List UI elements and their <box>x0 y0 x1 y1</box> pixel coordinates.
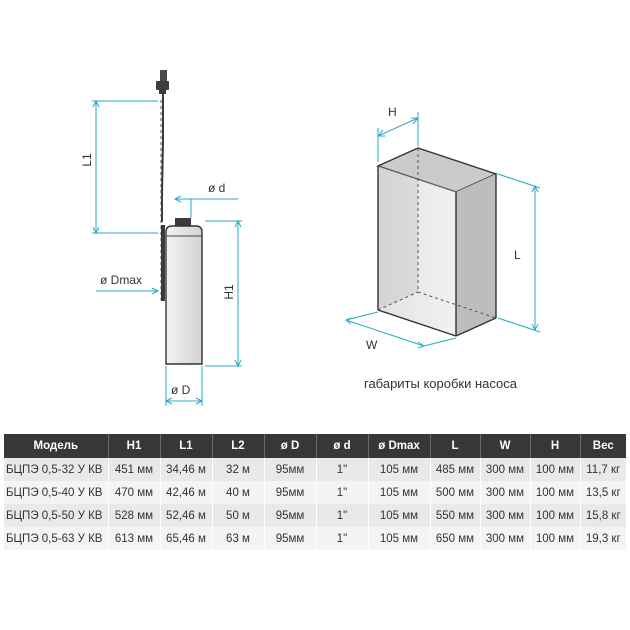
header-L2: L2 <box>212 434 265 458</box>
cell-W: 300 мм <box>480 458 531 481</box>
cell-model: БЦПЭ 0,5-40 У КВ <box>4 481 109 504</box>
label-L1: L1 <box>80 153 94 167</box>
cell-D: 95мм <box>264 481 317 504</box>
cell-L: 500 мм <box>430 481 481 504</box>
cell-weight: 15,8 кг <box>580 504 626 527</box>
cell-weight: 13,5 кг <box>580 481 626 504</box>
cell-W: 300 мм <box>480 527 531 550</box>
cell-weight: 19,3 кг <box>580 527 626 550</box>
cell-L: 650 мм <box>430 527 481 550</box>
cell-D: 95мм <box>264 458 317 481</box>
specifications-table: Модель H1 L1 L2 ø D ø d ø Dmax L W H Вес… <box>4 434 626 550</box>
cell-Dmax: 105 мм <box>368 504 431 527</box>
header-H1: H1 <box>108 434 161 458</box>
cell-Dmax: 105 мм <box>368 458 431 481</box>
pump-outlet <box>175 218 191 226</box>
table-row: БЦПЭ 0,5-50 У КВ 528 мм 52,46 м 50 м 95м… <box>4 504 626 527</box>
label-D: ø D <box>171 383 191 397</box>
power-plug-icon <box>156 70 169 94</box>
table-row: БЦПЭ 0,5-32 У КВ 451 мм 34,46 м 32 м 95м… <box>4 458 626 481</box>
label-H: H <box>388 105 397 119</box>
label-L: L <box>514 248 521 262</box>
dimension-H <box>376 112 420 162</box>
cell-L1: 34,46 м <box>160 458 213 481</box>
cell-H: 100 мм <box>530 481 581 504</box>
box-caption: габариты коробки насоса <box>364 376 518 391</box>
cell-L1: 65,46 м <box>160 527 213 550</box>
header-d: ø d <box>316 434 369 458</box>
power-cable <box>161 94 164 222</box>
cell-d: 1" <box>316 458 369 481</box>
cell-Dmax: 105 мм <box>368 481 431 504</box>
cell-L2: 32 м <box>212 458 265 481</box>
dimension-Dmax <box>96 287 160 295</box>
table-row: БЦПЭ 0,5-63 У КВ 613 мм 65,46 м 63 м 95м… <box>4 527 626 550</box>
label-Dmax: ø Dmax <box>100 273 142 287</box>
header-model: Модель <box>4 434 109 458</box>
cell-H1: 613 мм <box>108 527 161 550</box>
header-W: W <box>480 434 531 458</box>
dimension-d <box>173 195 238 218</box>
cable-guard <box>161 225 165 301</box>
table-row: БЦПЭ 0,5-40 У КВ 470 мм 42,46 м 40 м 95м… <box>4 481 626 504</box>
pump-body <box>165 225 203 365</box>
cell-L2: 40 м <box>212 481 265 504</box>
pump-diagram: L1 ø d H1 ø Dmax <box>80 70 242 406</box>
cell-model: БЦПЭ 0,5-50 У КВ <box>4 504 109 527</box>
cell-W: 300 мм <box>480 504 531 527</box>
dimension-L1 <box>92 99 158 235</box>
cell-d: 1" <box>316 481 369 504</box>
cell-model: БЦПЭ 0,5-63 У КВ <box>4 527 109 550</box>
dimension-D <box>164 366 204 406</box>
cell-D: 95мм <box>264 527 317 550</box>
cell-W: 300 мм <box>480 481 531 504</box>
header-L: L <box>430 434 481 458</box>
table-header-row: Модель H1 L1 L2 ø D ø d ø Dmax L W H Вес <box>4 434 626 458</box>
cell-H1: 470 мм <box>108 481 161 504</box>
cell-D: 95мм <box>264 504 317 527</box>
cell-d: 1" <box>316 504 369 527</box>
header-H: H <box>530 434 581 458</box>
technical-drawing: L1 ø d H1 ø Dmax <box>80 70 541 406</box>
cell-H: 100 мм <box>530 458 581 481</box>
header-weight: Вес <box>580 434 626 458</box>
box-diagram: H L W <box>345 105 541 352</box>
cell-Dmax: 105 мм <box>368 527 431 550</box>
cell-H: 100 мм <box>530 504 581 527</box>
cell-L1: 52,46 м <box>160 504 213 527</box>
label-d: ø d <box>208 181 225 195</box>
cell-H1: 528 мм <box>108 504 161 527</box>
label-H1: H1 <box>222 284 236 300</box>
cell-d: 1" <box>316 527 369 550</box>
cell-weight: 11,7 кг <box>580 458 626 481</box>
dimension-W <box>345 311 457 349</box>
cell-L: 550 мм <box>430 504 481 527</box>
cell-L2: 63 м <box>212 527 265 550</box>
cell-L2: 50 м <box>212 504 265 527</box>
header-D: ø D <box>264 434 317 458</box>
header-L1: L1 <box>160 434 213 458</box>
dimension-H1 <box>205 219 242 368</box>
header-Dmax: ø Dmax <box>368 434 431 458</box>
dimension-L <box>497 173 541 333</box>
cell-L: 485 мм <box>430 458 481 481</box>
cell-H: 100 мм <box>530 527 581 550</box>
cell-L1: 42,46 м <box>160 481 213 504</box>
label-W: W <box>366 338 378 352</box>
cell-model: БЦПЭ 0,5-32 У КВ <box>4 458 109 481</box>
cell-H1: 451 мм <box>108 458 161 481</box>
box-front-face <box>456 174 496 336</box>
